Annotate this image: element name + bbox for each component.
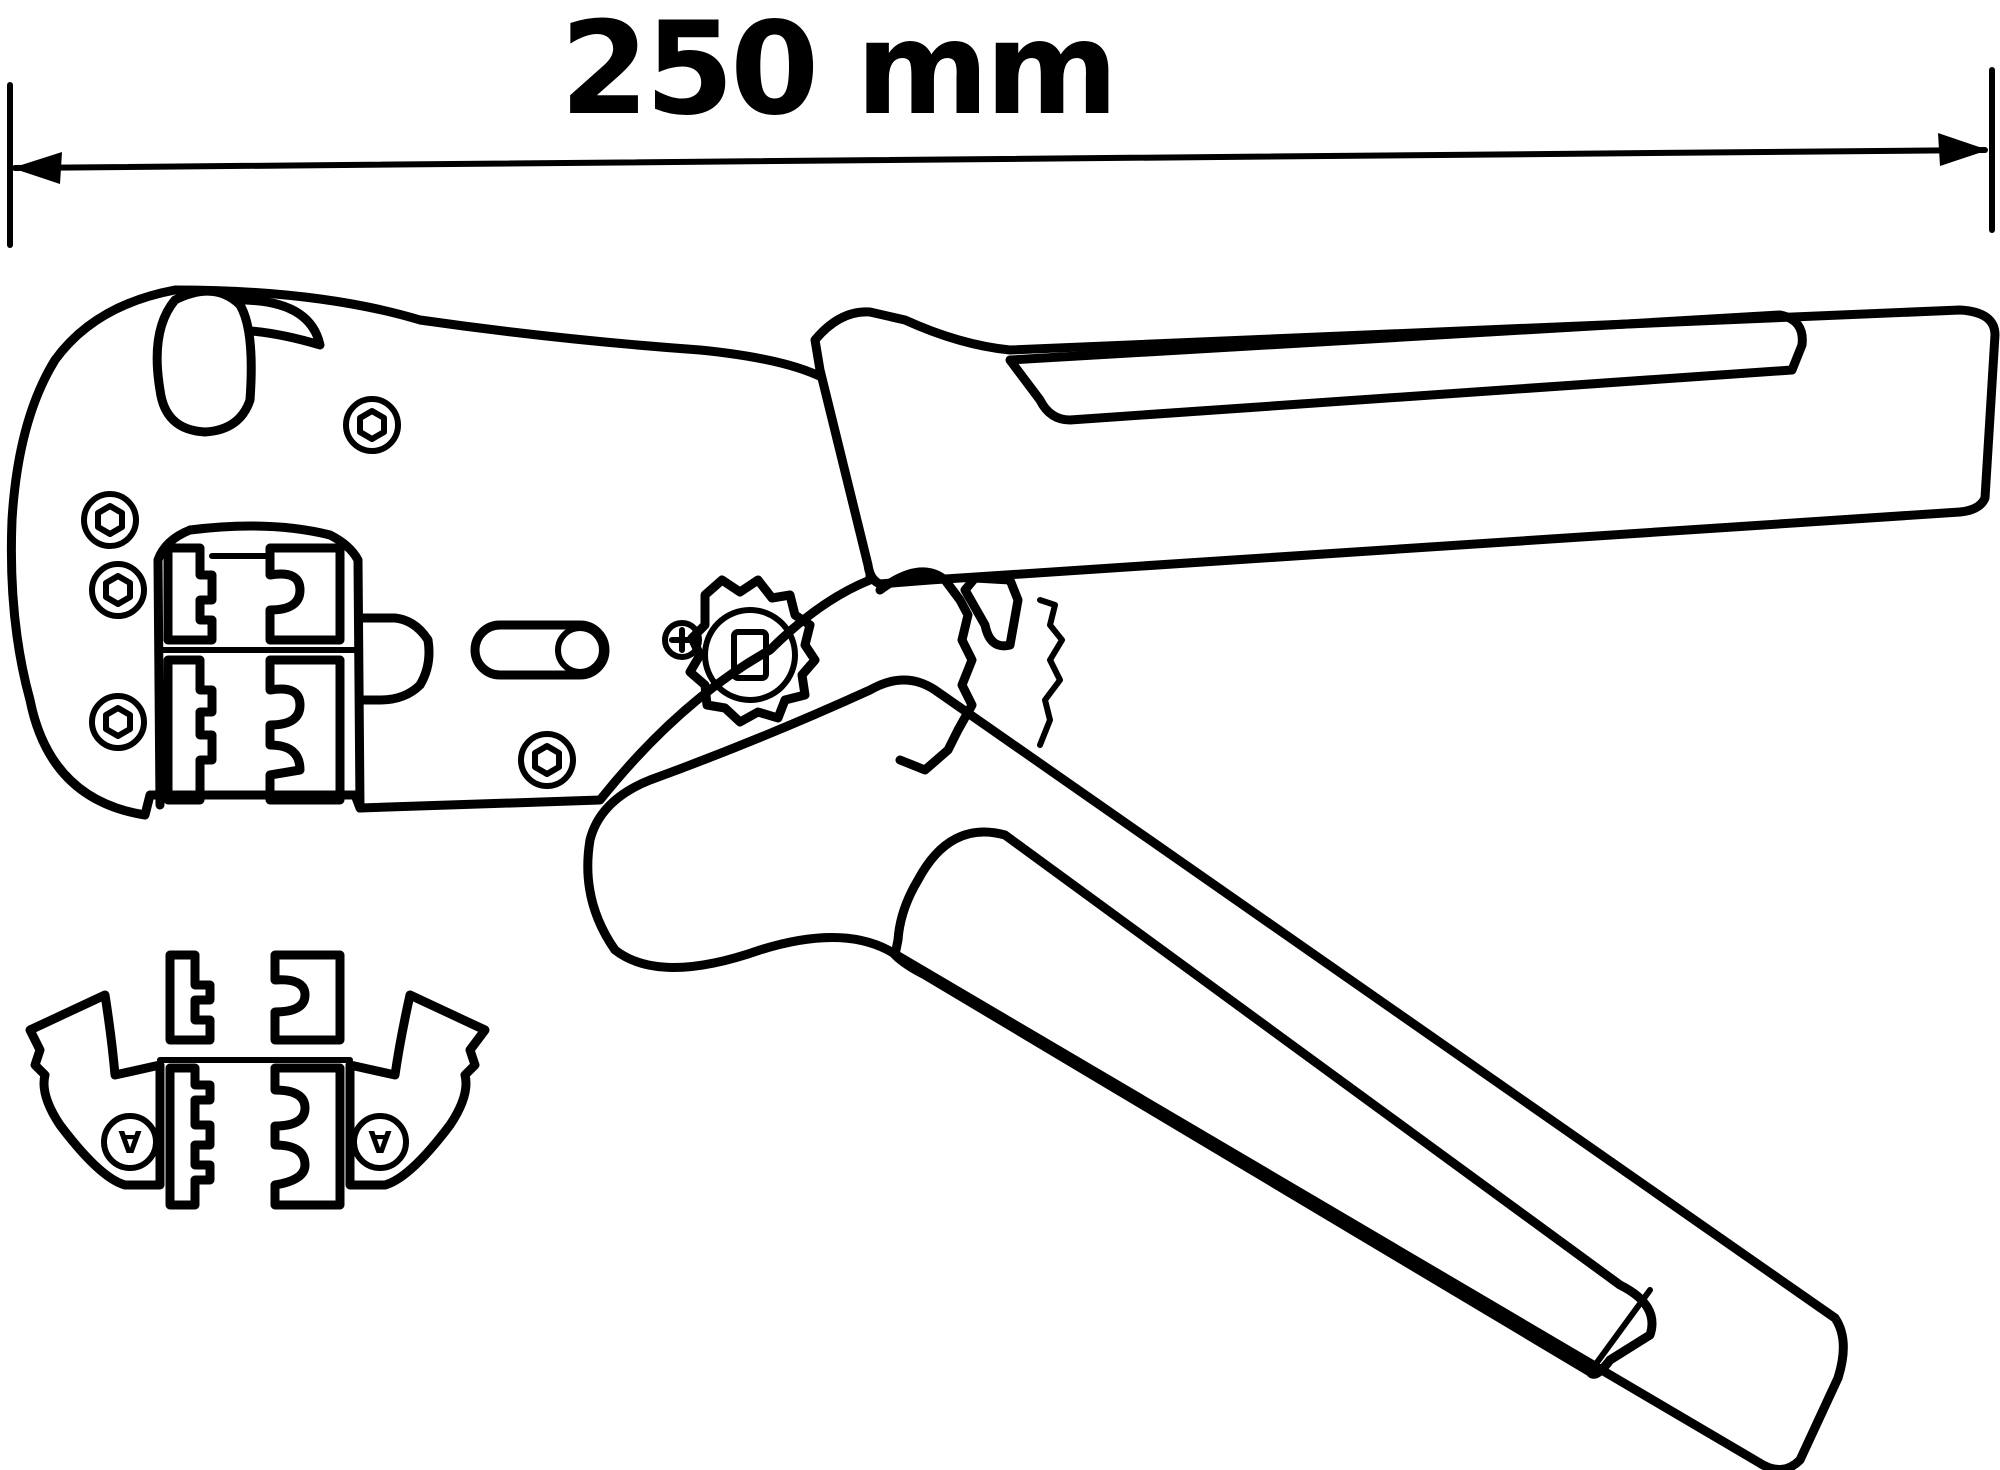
- screw-icon: [89, 561, 147, 619]
- pawl: [960, 573, 1023, 651]
- die-marking-right: A: [368, 1123, 392, 1158]
- upper-handle-grip: [1005, 310, 1807, 425]
- die-jaw-left: [163, 543, 217, 805]
- lower-handle-grip: [890, 827, 1657, 1379]
- die-block-right: [270, 950, 345, 1210]
- die-holder: [153, 521, 365, 813]
- dimension-line: [7, 67, 1995, 248]
- die-marking-left: A: [118, 1123, 142, 1158]
- upper-handle: [810, 305, 2000, 589]
- screw-icon: [89, 693, 147, 751]
- ratchet-adjuster-icon: [662, 575, 820, 727]
- die-block-left: [165, 950, 215, 1210]
- die-carrier-left: [25, 990, 165, 1190]
- screw-icon: [81, 491, 139, 549]
- release-lever: [152, 286, 256, 437]
- dimension-label: 250 mm: [560, 0, 1119, 144]
- die-carrier-right: [345, 990, 490, 1190]
- die-jaw-right: [265, 543, 345, 805]
- right-arrowhead: [1938, 133, 1988, 166]
- crimping-pliers-icon: [6, 285, 2000, 1470]
- crimp-die-set-icon: A A: [25, 950, 490, 1210]
- left-arrowhead: [12, 152, 62, 184]
- lower-handle: [583, 675, 1848, 1470]
- ratchet-gear: [875, 567, 977, 775]
- screw-icon: [518, 731, 576, 789]
- screw-icon: [343, 396, 401, 454]
- locator-latch: [357, 613, 434, 705]
